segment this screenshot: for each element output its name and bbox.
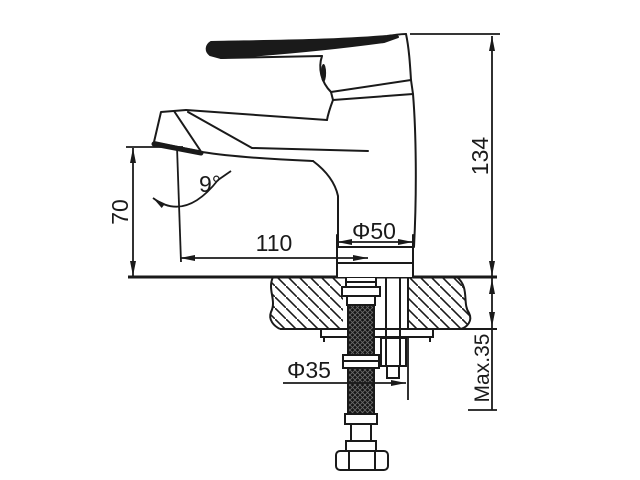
dim-spout-reach-label: 110 xyxy=(256,230,293,256)
hose-end-band-2 xyxy=(345,440,377,452)
dim-max-thickness: Max.35 xyxy=(468,277,497,411)
mounting-hardware xyxy=(320,277,434,379)
spout-facet-line xyxy=(187,111,253,149)
mounting-nut xyxy=(380,337,407,367)
deck-break-edge-left xyxy=(269,276,281,330)
dim-spout-angle: 9° xyxy=(152,146,232,263)
nut-foot xyxy=(386,365,400,379)
dim-spout-height: 70 xyxy=(107,146,183,276)
dim-max-thickness-label: Max.35 xyxy=(471,334,494,403)
dim-spout-reach: 110 xyxy=(180,230,368,261)
hose-braid-upper xyxy=(347,304,375,356)
dim-overall-height-label: 134 xyxy=(467,137,493,176)
spout-tip-inner-line xyxy=(173,110,201,151)
handle-hub-right-edge xyxy=(405,33,412,81)
base-flange xyxy=(336,234,414,278)
hose-collar-1 xyxy=(341,286,381,297)
hose-end-neck xyxy=(350,423,372,442)
supply-hose xyxy=(335,276,389,471)
angle-reference-line xyxy=(176,146,182,263)
dim-spout-height-label: 70 xyxy=(107,199,133,225)
countertop-section xyxy=(128,275,497,330)
hose-end-band-1 xyxy=(344,413,378,425)
deck-hatch-right xyxy=(408,277,471,329)
handle-top-edge xyxy=(383,33,407,38)
cartridge-collar xyxy=(330,79,414,101)
handle-hub-accent xyxy=(320,64,327,82)
deck-hatch-left xyxy=(270,277,343,329)
dim-overall-height: 134 xyxy=(410,33,500,276)
spout-accent-line xyxy=(251,147,369,152)
dim-hole-diameter: Φ35 xyxy=(283,336,409,400)
dim-base-diameter-label: Φ50 xyxy=(352,218,396,244)
body-left-upper xyxy=(326,99,334,121)
spout-top-edge xyxy=(185,109,328,121)
handle-underside xyxy=(220,55,323,59)
dimensions: 134 70 9° 110 Φ50 xyxy=(107,33,500,411)
body-left-curve xyxy=(312,160,339,248)
hose-hex-nut xyxy=(335,450,389,471)
handle-lever xyxy=(205,34,399,59)
dim-hole-diameter-label: Φ35 xyxy=(287,357,331,383)
mounting-washer xyxy=(320,328,434,338)
hose-neck-1 xyxy=(346,295,376,306)
hose-braid-lower xyxy=(347,367,375,415)
dim-spout-angle-label: 9° xyxy=(199,171,221,197)
handle-hub-bottom xyxy=(330,79,412,93)
deck-break-edge-right xyxy=(456,276,472,330)
body-right-edge xyxy=(412,93,417,248)
dim-base-diameter: Φ50 xyxy=(337,218,413,245)
spout-underside xyxy=(201,151,314,162)
faucet-outline xyxy=(151,33,417,278)
